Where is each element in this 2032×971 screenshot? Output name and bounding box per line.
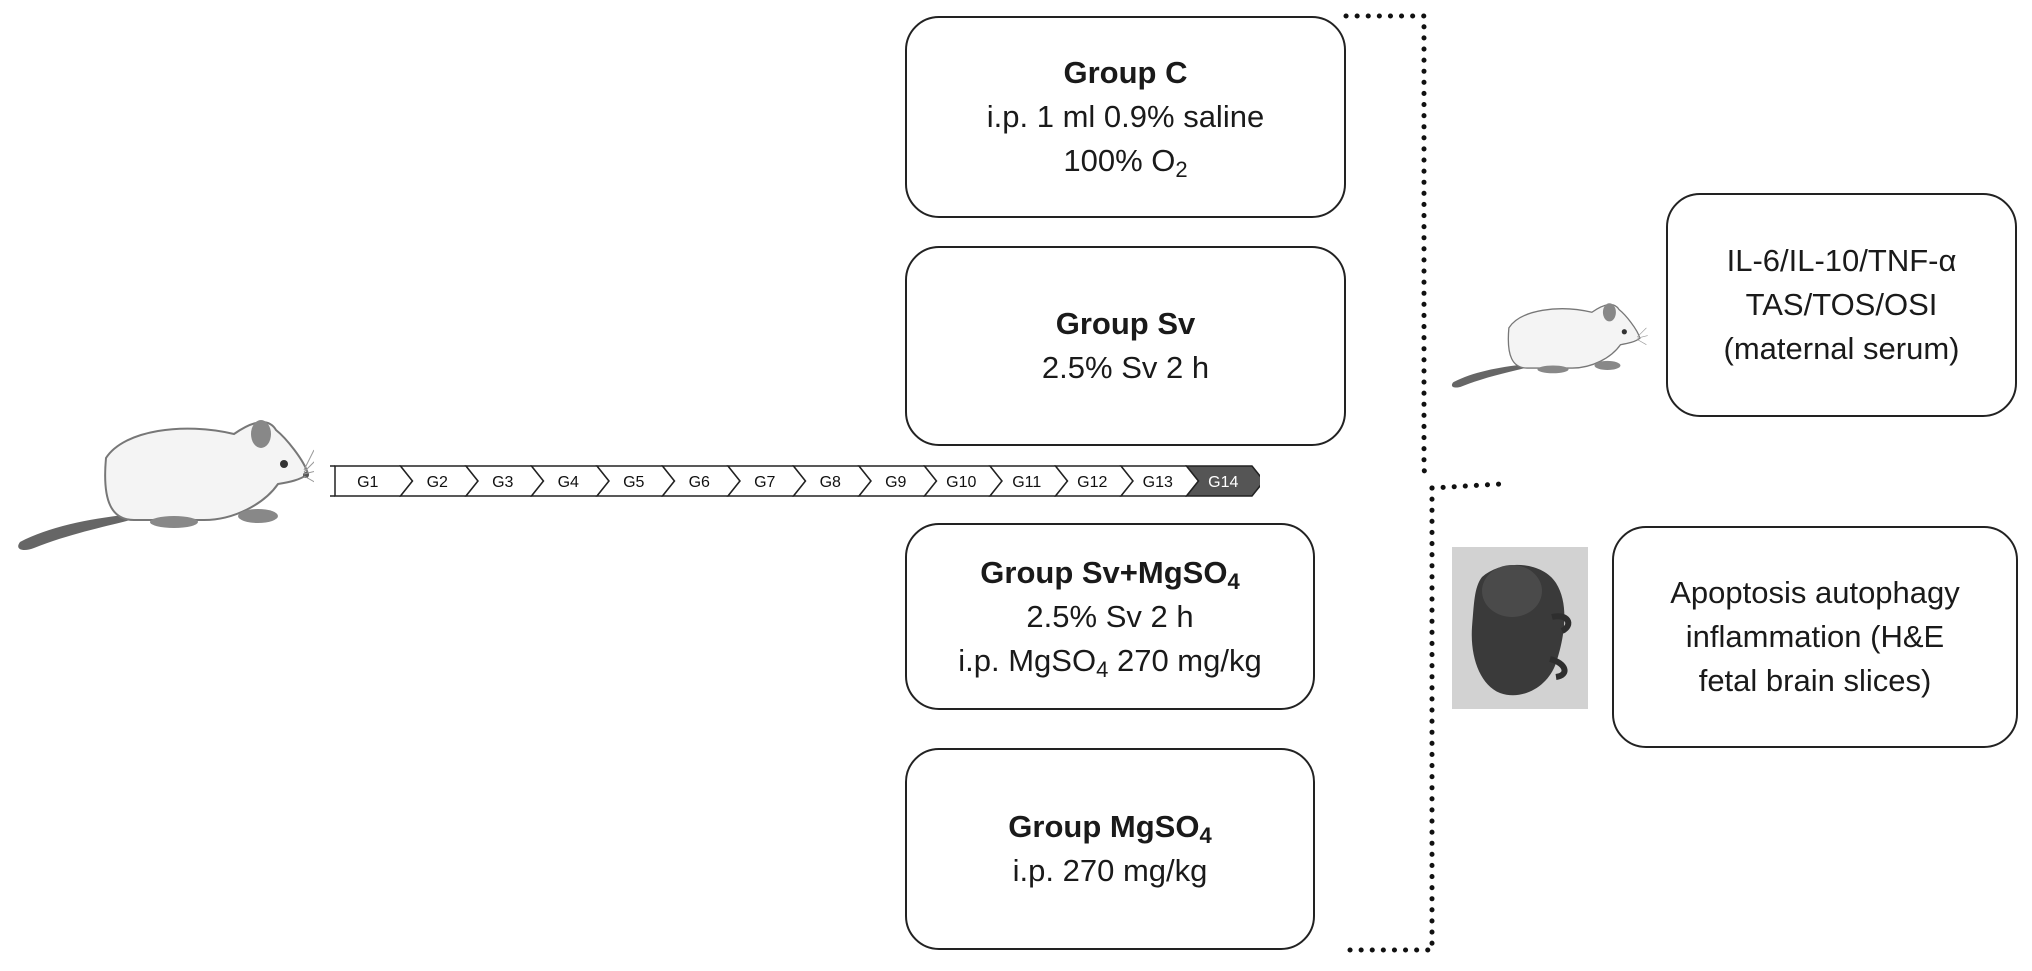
group-mgso4-dose: i.p. 270 mg/kg <box>1012 853 1208 888</box>
group-sv-mgso4-dose: i.p. MgSO4 270 mg/kg <box>958 642 1262 682</box>
pregnant-rat-icon <box>18 420 314 550</box>
timeline-label-g2: G2 <box>427 474 448 491</box>
timeline-label-g4: G4 <box>558 474 579 491</box>
gestation-timeline: G1 G2 G3 G4 G5 G6 G7 G8 G9 G10 G11 G12 G13 G14 <box>330 465 1260 497</box>
timeline-segment-g14 <box>1184 465 1260 497</box>
serum-source: (maternal serum) <box>1723 331 1960 366</box>
group-c-treatment: i.p. 1 ml 0.9% saline <box>986 99 1265 134</box>
brain-line-1: Apoptosis autophagy <box>1670 575 1960 610</box>
timeline-label-g12: G12 <box>1077 474 1107 491</box>
brain-line-2: inflammation (H&E <box>1685 619 1945 654</box>
serum-cytokines: IL-6/IL-10/TNF-α <box>1726 243 1957 278</box>
timeline-label-g6: G6 <box>689 474 710 491</box>
timeline-label-g14: G14 <box>1208 474 1238 491</box>
timeline-label-g11: G11 <box>1012 474 1041 491</box>
timeline-label-g10: G10 <box>946 474 976 491</box>
group-sv-treatment: 2.5% Sv 2 h <box>1041 350 1210 385</box>
group-sv-mgso4-title: Group Sv+MgSO4 <box>980 554 1240 594</box>
dotted-bracket-connectors <box>1343 13 1503 953</box>
timeline-label-g13: G13 <box>1143 474 1173 491</box>
group-sv-title: Group Sv <box>1055 306 1196 341</box>
group-c-oxygen: 100% O2 <box>1063 143 1188 182</box>
fetus-photo-icon <box>1452 547 1588 709</box>
group-c-box: Group C i.p. 1 ml 0.9% saline 100% O2 <box>905 16 1346 218</box>
group-sv-mgso4-box: Group Sv+MgSO4 2.5% Sv 2 h i.p. MgSO4 27… <box>905 523 1315 710</box>
group-sv-box: Group Sv 2.5% Sv 2 h <box>905 246 1346 446</box>
serum-oxidative: TAS/TOS/OSI <box>1745 287 1938 322</box>
timeline-label-g1: G1 <box>357 474 378 491</box>
maternal-rat-icon <box>1451 303 1648 388</box>
timeline-label-g7: G7 <box>754 474 775 491</box>
group-sv-mgso4-sevo: 2.5% Sv 2 h <box>1026 598 1194 634</box>
group-mgso4-title: Group MgSO4 <box>1008 809 1212 848</box>
timeline-label-g9: G9 <box>885 474 906 491</box>
brain-line-3: fetal brain slices) <box>1698 663 1932 698</box>
outcome-maternal-serum-box: IL-6/IL-10/TNF-α TAS/TOS/OSI (maternal s… <box>1666 193 2017 417</box>
outcome-fetal-brain-box: Apoptosis autophagy inflammation (H&E fe… <box>1612 526 2018 748</box>
group-c-title: Group C <box>1063 55 1188 90</box>
timeline-label-g3: G3 <box>492 474 513 491</box>
timeline-label-g5: G5 <box>623 474 644 491</box>
timeline-label-g8: G8 <box>820 474 841 491</box>
group-mgso4-box: Group MgSO4 i.p. 270 mg/kg <box>905 748 1315 950</box>
